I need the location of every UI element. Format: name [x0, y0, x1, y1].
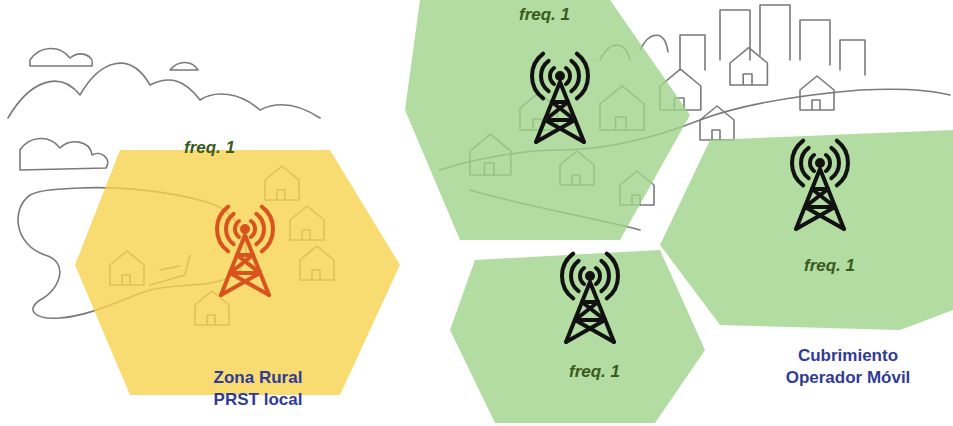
mobile-coverage-cell: freq. 1 [450, 235, 710, 426]
zone-label: Zona Rural PRST local [202, 367, 314, 411]
antenna-tower [217, 207, 273, 295]
frequency-label: freq. 1 [519, 6, 570, 25]
house-sketch [700, 106, 734, 140]
hexagon-outline [450, 235, 710, 426]
hexagon-outline [660, 125, 953, 340]
house-sketch [800, 76, 834, 110]
frequency-label: freq. 1 [184, 139, 235, 158]
antenna-tower [792, 141, 848, 229]
house-sketch [730, 48, 767, 85]
rural-coverage-cell: freq. 1 Zona Rural PRST local [70, 135, 405, 420]
antenna-tower [532, 54, 588, 142]
hexagon-outline [405, 0, 695, 245]
coverage-label: Cubrimiento Operador Móvil [773, 345, 923, 389]
frequency-label: freq. 1 [804, 257, 855, 276]
antenna-tower [562, 254, 618, 342]
mobile-coverage-cell: freq. 1 [660, 125, 953, 340]
mobile-coverage-cell: freq. 1 [405, 0, 695, 245]
frequency-label: freq. 1 [569, 363, 620, 382]
